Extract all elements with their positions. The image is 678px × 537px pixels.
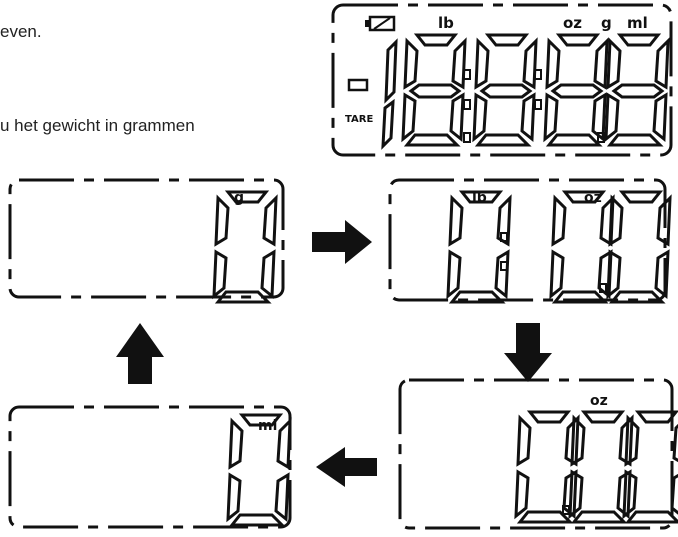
colon-dot <box>534 99 542 110</box>
unit-label-oz: oz <box>590 393 608 409</box>
display-digit-1 <box>381 38 398 150</box>
display-panel-lb-oz: lb oz <box>388 178 672 304</box>
battery-icon <box>365 15 396 32</box>
minus-sign-icon <box>347 78 369 92</box>
colon-dot <box>534 69 542 80</box>
display-panel-ounces: oz <box>398 378 678 530</box>
label-lb: lb <box>438 14 454 32</box>
instruction-line-1: even. <box>0 22 42 41</box>
arrow-left-icon <box>316 447 377 487</box>
display-panel-grams: g <box>8 178 285 304</box>
full-display-panel: lb oz g ml TARE <box>331 3 673 157</box>
arrow-right-icon <box>312 220 372 264</box>
arrow-down-icon <box>504 323 552 382</box>
arrow-up-icon <box>116 323 164 384</box>
colon-dot <box>500 232 508 242</box>
label-tare: TARE <box>345 114 373 125</box>
label-ml: ml <box>627 14 648 32</box>
colon-dot <box>463 99 471 110</box>
decimal-dot <box>597 132 605 143</box>
lcd-frame <box>398 378 674 530</box>
display-panel-milliliters: ml <box>8 405 292 529</box>
instruction-line-2: u het gewicht in grammen <box>0 116 195 135</box>
decimal-dot <box>599 283 607 293</box>
colon-dot <box>500 261 508 271</box>
decimal-dot <box>463 132 471 143</box>
full-display-frame <box>331 3 673 157</box>
lcd-frame <box>388 178 667 302</box>
label-g: g <box>601 14 612 32</box>
label-oz: oz <box>563 14 582 32</box>
colon-dot <box>463 69 471 80</box>
lcd-frame <box>8 405 292 529</box>
unit-label-g: g <box>234 190 244 206</box>
